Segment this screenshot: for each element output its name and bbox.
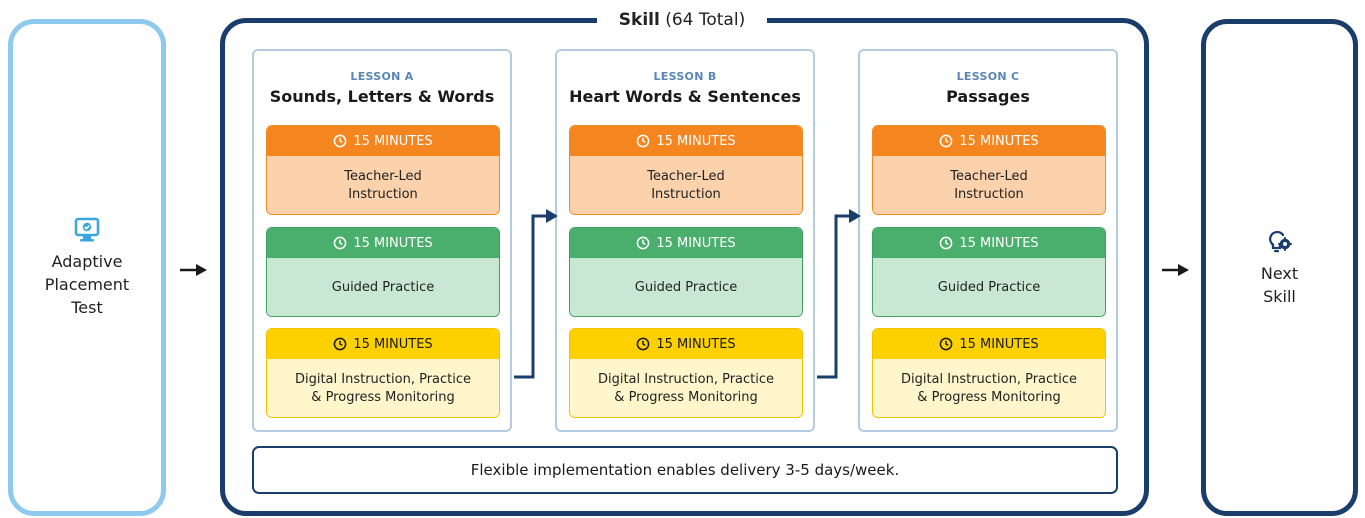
card-text-line-2: & Progress Monitoring	[917, 390, 1061, 405]
card-time: 15 MINUTES	[656, 235, 736, 251]
lesson-tag: LESSON B	[653, 70, 717, 83]
card-text-line-1: Guided Practice	[331, 280, 435, 295]
card-text-line-1: Digital Instruction, Practice	[900, 372, 1078, 387]
guided-practice-card: 15 MINUTES Guided Practice	[569, 227, 803, 317]
card-text-line-1: Guided Practice	[634, 280, 738, 295]
digital-instruction-card: 15 MINUTES Digital Instruction, Practice…	[872, 328, 1106, 418]
card-time: 15 MINUTES	[353, 235, 433, 251]
card-time: 15 MINUTES	[353, 133, 433, 149]
arrow-to-skill	[180, 264, 207, 276]
clock-icon	[636, 236, 650, 250]
card-text-line-2: & Progress Monitoring	[311, 390, 455, 405]
card-text-line-1: Teacher-Led	[344, 169, 422, 184]
placement-label-line-2: Placement	[44, 275, 130, 294]
card-text-line-1: Teacher-Led	[950, 169, 1028, 184]
clock-icon	[939, 236, 953, 250]
monitor-check-icon	[74, 217, 100, 242]
lesson-b-panel: LESSON B Heart Words & Sentences 15 MINU…	[555, 49, 815, 432]
card-text-line-2: Instruction	[651, 187, 721, 202]
flexible-implementation-note: Flexible implementation enables delivery…	[252, 446, 1118, 494]
adaptive-placement-test-box: Adaptive Placement Test	[8, 19, 166, 516]
card-time: 15 MINUTES	[959, 235, 1039, 251]
next-skill-label-line-1: Next	[1260, 263, 1299, 283]
lesson-a-panel: LESSON A Sounds, Letters & Words 15 MINU…	[252, 49, 512, 432]
clock-icon	[333, 337, 347, 351]
clock-icon	[333, 134, 347, 148]
clock-icon	[939, 337, 953, 351]
lesson-tag: LESSON A	[350, 70, 414, 83]
lesson-c-panel: LESSON C Passages 15 MINUTES Teacher-Led…	[858, 49, 1118, 432]
next-skill-label-line-2: Skill	[1263, 286, 1296, 306]
lightbulb-gear-icon	[1268, 230, 1292, 252]
card-text-line-1: Digital Instruction, Practice	[294, 372, 472, 387]
card-text-line-1: Guided Practice	[937, 280, 1041, 295]
placement-label-line-1: Adaptive	[51, 252, 123, 271]
skill-title-count: (64 Total)	[665, 10, 746, 30]
card-time: 15 MINUTES	[959, 336, 1039, 352]
card-time: 15 MINUTES	[656, 336, 736, 352]
skill-title-bold: Skill	[618, 10, 660, 30]
clock-icon	[636, 337, 650, 351]
next-skill-box: Next Skill	[1201, 19, 1358, 516]
card-text-line-2: & Progress Monitoring	[614, 390, 758, 405]
lesson-title: Heart Words & Sentences	[569, 87, 801, 106]
card-text-line-1: Teacher-Led	[647, 169, 725, 184]
card-text-line-2: Instruction	[954, 187, 1024, 202]
lesson-title: Passages	[946, 87, 1030, 106]
skill-title: Skill (64 Total)	[597, 5, 767, 35]
placement-label-line-3: Test	[71, 298, 103, 317]
clock-icon	[636, 134, 650, 148]
card-text-line-1: Digital Instruction, Practice	[597, 372, 775, 387]
lesson-tag: LESSON C	[956, 70, 1020, 83]
digital-instruction-card: 15 MINUTES Digital Instruction, Practice…	[569, 328, 803, 418]
guided-practice-card: 15 MINUTES Guided Practice	[266, 227, 500, 317]
clock-icon	[939, 134, 953, 148]
card-text-line-2: Instruction	[348, 187, 418, 202]
lesson-title: Sounds, Letters & Words	[269, 87, 495, 106]
guided-practice-card: 15 MINUTES Guided Practice	[872, 227, 1106, 317]
card-time: 15 MINUTES	[959, 133, 1039, 149]
card-time: 15 MINUTES	[353, 336, 433, 352]
card-time: 15 MINUTES	[656, 133, 736, 149]
arrow-to-next-skill	[1162, 264, 1189, 276]
digital-instruction-card: 15 MINUTES Digital Instruction, Practice…	[266, 328, 500, 418]
clock-icon	[333, 236, 347, 250]
